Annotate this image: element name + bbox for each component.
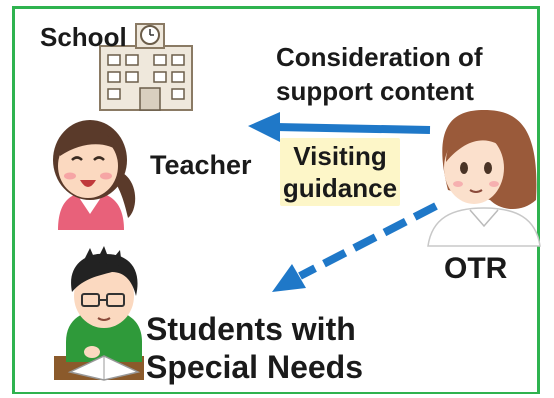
consideration-line-2: support content [276, 76, 474, 106]
otr-figure-icon [427, 110, 541, 247]
students-line-1: Students with [146, 311, 356, 347]
teacher-label: Teacher [150, 150, 252, 180]
visiting-line-2: guidance [282, 173, 398, 203]
solid-arrow-to-teacher [248, 112, 431, 142]
visiting-guidance-box [280, 138, 400, 206]
consideration-line-1: Consideration of [276, 42, 483, 72]
diagram-frame [12, 6, 540, 394]
otr-label: OTR [444, 252, 508, 285]
consideration-label: Consideration of support content [276, 40, 483, 108]
students-line-2: Special Needs [146, 349, 363, 385]
school-label: School [40, 22, 127, 52]
school-building-icon [99, 23, 193, 111]
student-figure-icon [54, 246, 144, 381]
visiting-line-1: Visiting [293, 141, 387, 171]
dashed-arrow-to-students [272, 202, 438, 292]
teacher-figure-icon [53, 120, 136, 230]
students-label: Students with Special Needs [146, 310, 363, 386]
visiting-guidance-label: Visiting guidance [280, 140, 400, 204]
